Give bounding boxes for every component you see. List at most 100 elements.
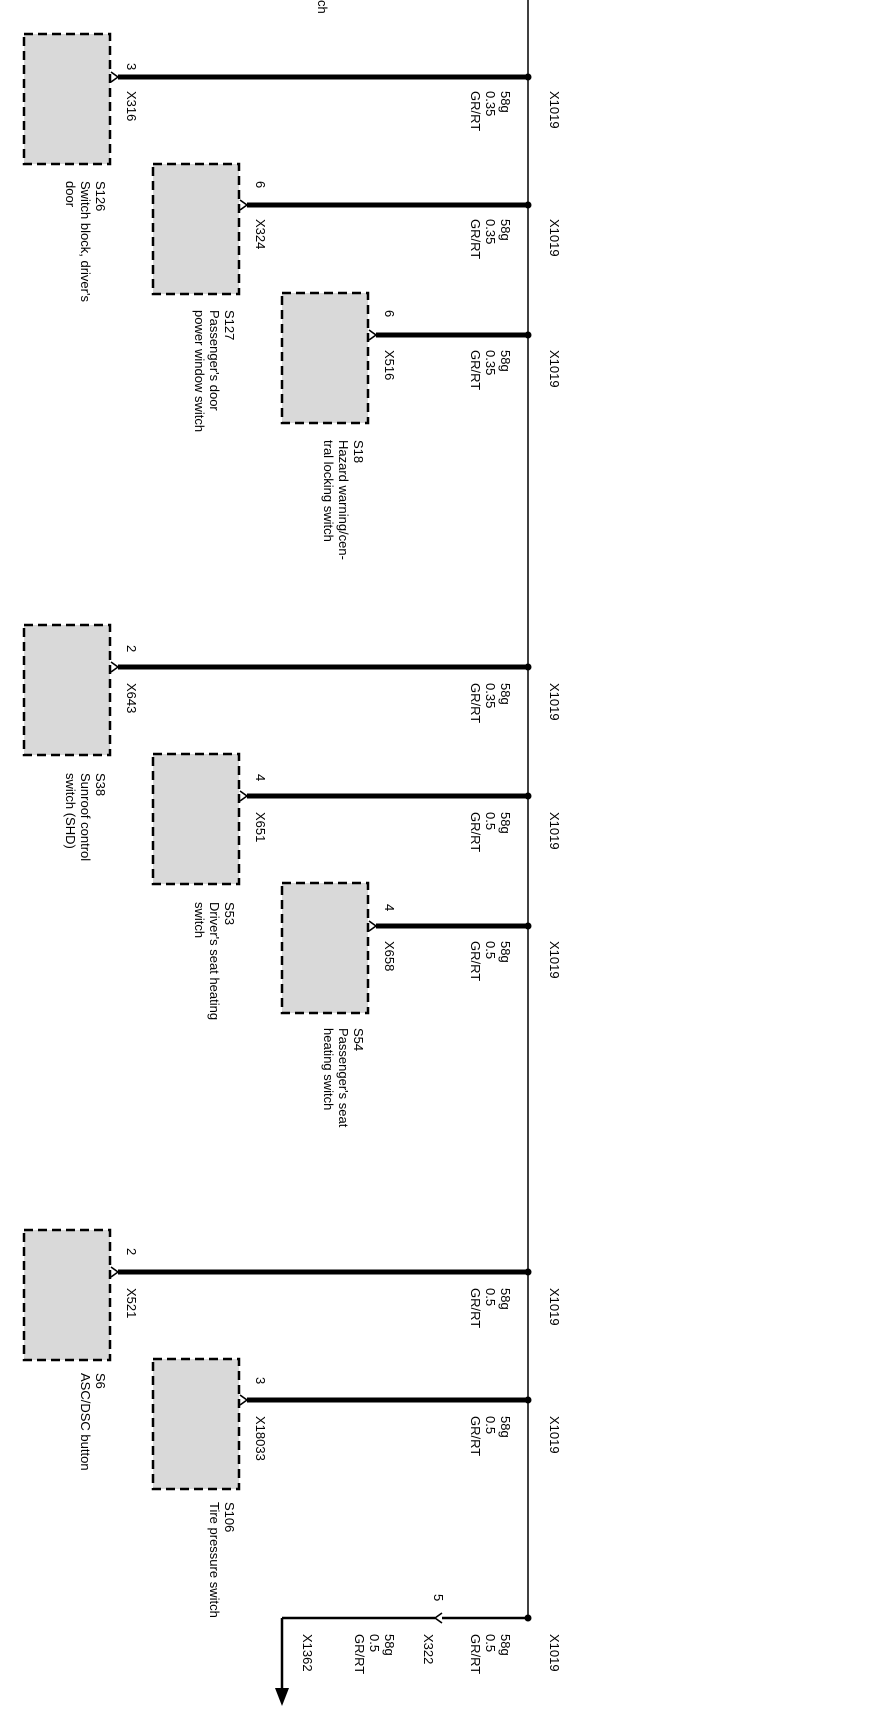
wire-code: 58g <box>382 1634 397 1656</box>
component-desc: Switch block, driver's <box>78 181 93 302</box>
branch: 4 X658 X1019 58g 0.5 GR/RT S54 Passenger… <box>280 881 562 1128</box>
pin-label: 6 <box>253 181 268 188</box>
wire-size: 0.5 <box>367 1634 382 1652</box>
wire-code: 58g <box>498 812 513 834</box>
pin-marker <box>110 71 120 83</box>
component-desc: heating switch <box>321 1028 336 1110</box>
component-desc: switch <box>192 902 207 938</box>
component-box[interactable] <box>22 32 112 166</box>
branch: 2 X521 X1019 58g 0.5 GR/RT S6 ASC/DSC bu… <box>22 1228 562 1471</box>
wire-color: GR/RT <box>468 91 483 131</box>
wire-color: GR/RT <box>468 941 483 981</box>
wire-size: 0.35 <box>483 91 498 116</box>
wire-size: 0.5 <box>483 1288 498 1306</box>
component-box[interactable] <box>280 881 370 1015</box>
pin-marker <box>239 1394 249 1406</box>
arrow-down-icon <box>275 1688 289 1706</box>
ground-label: X1019 <box>547 812 562 850</box>
connector-label: X643 <box>124 683 139 713</box>
pin-marker <box>110 661 120 673</box>
component-desc: Hazard warning/cen- <box>336 440 351 560</box>
component-desc: Tire pressure switch <box>207 1502 222 1618</box>
component-desc: switch (SHD) <box>63 773 78 849</box>
wire-color: GR/RT <box>352 1634 367 1674</box>
component-box[interactable] <box>151 752 241 886</box>
wire-color: GR/RT <box>468 1634 483 1674</box>
junction-dot <box>524 73 532 81</box>
component-id: S106 <box>222 1502 237 1532</box>
wire-color: GR/RT <box>468 1288 483 1328</box>
wire-color: GR/RT <box>468 683 483 723</box>
pin-marker <box>110 1266 120 1278</box>
component-desc: Passenger's seat <box>336 1028 351 1128</box>
wire-code: 58g <box>498 683 513 705</box>
top-fragment-label: ch <box>315 0 330 14</box>
ground-label: X1019 <box>547 941 562 979</box>
branch: 6 X324 X1019 58g 0.35 GR/RT S127 Passeng… <box>151 162 562 432</box>
component-box[interactable] <box>22 623 112 757</box>
ground-label: X1019 <box>547 1416 562 1454</box>
ground-label: X1019 <box>547 683 562 721</box>
target-label: X1362 <box>300 1634 315 1672</box>
component-desc: ASC/DSC button <box>78 1373 93 1471</box>
inline-connector-label: X322 <box>421 1634 436 1664</box>
connector-label: X18033 <box>253 1416 268 1461</box>
component-box[interactable] <box>151 1357 241 1491</box>
pin-label: 6 <box>382 310 397 317</box>
wire-code: 58g <box>498 91 513 113</box>
component-id: S127 <box>222 310 237 340</box>
component-desc: Driver's seat heating <box>207 902 222 1020</box>
component-desc: tral locking switch <box>321 440 336 542</box>
ground-label: X1019 <box>547 91 562 129</box>
ground-label: X1019 <box>547 219 562 257</box>
component-id: S126 <box>93 181 108 211</box>
connector-label: X651 <box>253 812 268 842</box>
pin-marker <box>239 790 249 802</box>
pin-label: 4 <box>253 774 268 781</box>
component-desc: Passenger's door <box>207 310 222 411</box>
component-desc: door <box>63 181 78 208</box>
wire-size: 0.5 <box>483 1634 498 1652</box>
branch: 6 X516 X1019 58g 0.35 GR/RT S18 Hazard w… <box>280 291 562 560</box>
component-id: S38 <box>93 773 108 796</box>
wire-color: GR/RT <box>468 350 483 390</box>
junction-dot <box>524 792 532 800</box>
junction-dot <box>524 663 532 671</box>
component-box[interactable] <box>280 291 370 425</box>
wire-code: 58g <box>498 219 513 241</box>
pin-label: 5 <box>431 1594 446 1601</box>
connector-marker <box>433 1612 443 1624</box>
ground-label: X1019 <box>547 1288 562 1326</box>
wire-size: 0.35 <box>483 219 498 244</box>
component-desc: Sunroof control <box>78 773 93 861</box>
pin-marker <box>368 920 378 932</box>
component-id: S53 <box>222 902 237 925</box>
connector-label: X521 <box>124 1288 139 1318</box>
pin-label: 2 <box>124 645 139 652</box>
junction-dot <box>524 1614 532 1622</box>
wire-size: 0.35 <box>483 350 498 375</box>
pin-marker <box>239 199 249 211</box>
component-box[interactable] <box>22 1228 112 1362</box>
wire-size: 0.35 <box>483 683 498 708</box>
component-box[interactable] <box>151 162 241 296</box>
ground-label: X1019 <box>547 350 562 388</box>
junction-dot <box>524 331 532 339</box>
wire-color: GR/RT <box>468 1416 483 1456</box>
connector-label: X658 <box>382 941 397 971</box>
wire-code: 58g <box>498 1416 513 1438</box>
wire-color: GR/RT <box>468 812 483 852</box>
wire-size: 0.5 <box>483 941 498 959</box>
branch: 3 X18033 X1019 58g 0.5 GR/RT S106 Tire p… <box>151 1357 562 1618</box>
junction-dot <box>524 1268 532 1276</box>
junction-dot <box>524 1396 532 1404</box>
branch: 4 X651 X1019 58g 0.5 GR/RT S53 Driver's … <box>151 752 562 1020</box>
connector-label: X324 <box>253 219 268 249</box>
wire-code: 58g <box>498 350 513 372</box>
component-desc: power window switch <box>192 310 207 432</box>
component-id: S18 <box>351 440 366 463</box>
wire-code: 58g <box>498 1288 513 1310</box>
wire-color: GR/RT <box>468 219 483 259</box>
wire-code: 58g <box>498 1634 513 1656</box>
